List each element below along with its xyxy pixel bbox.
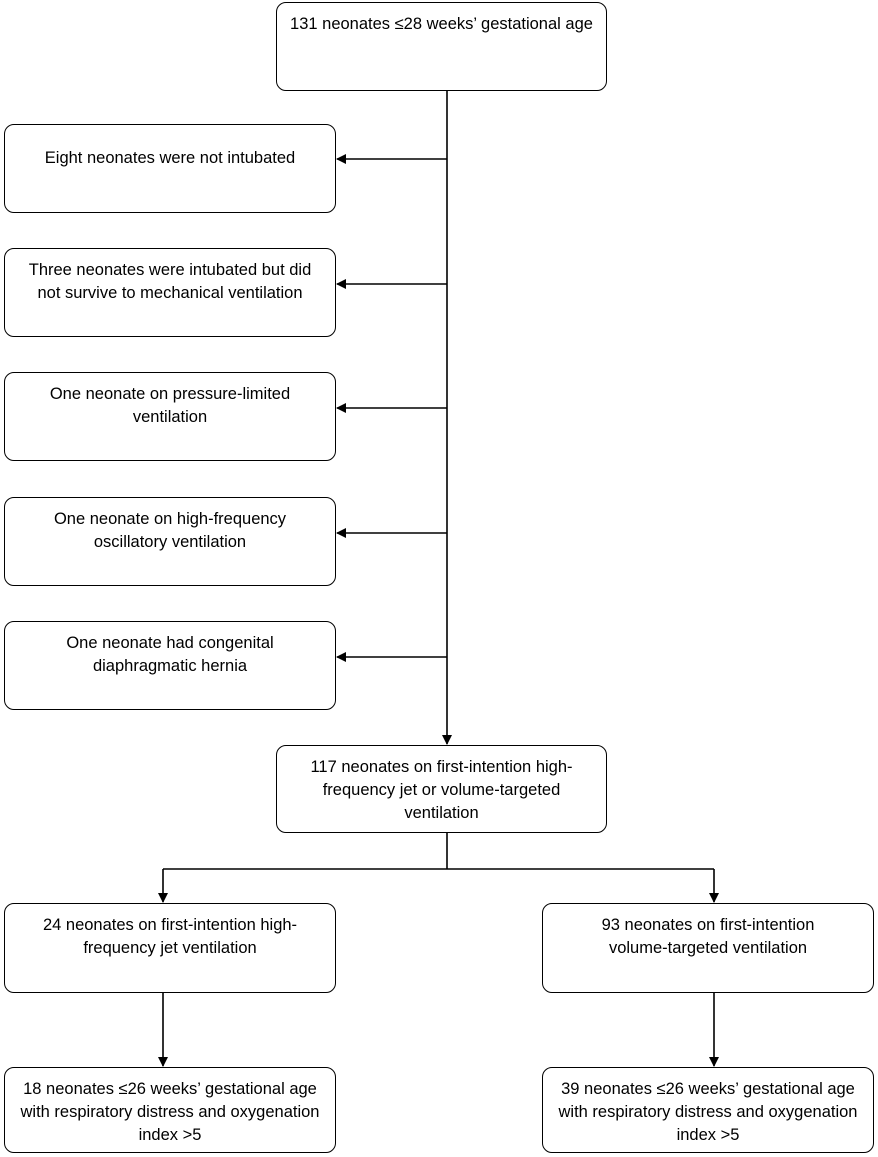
middle-box-text: 117 neonates on first-intention high-fre… bbox=[310, 758, 573, 822]
exclusion-box-2: Three neonates were intubated but did no… bbox=[4, 248, 336, 337]
right-final-box-text: 39 neonates ≤26 weeks’ gestational age w… bbox=[558, 1080, 858, 1144]
exclusion-box-1-text: Eight neonates were not intubated bbox=[44, 149, 296, 167]
left-final-box-text: 18 neonates ≤26 weeks’ gestational age w… bbox=[20, 1080, 320, 1144]
exclusion-box-5: One neonate had congenital diaphragmatic… bbox=[4, 621, 336, 710]
top-box: 131 neonates ≤28 weeks’ gestational age bbox=[276, 2, 607, 91]
left-group-box-text: 24 neonates on first-intention high-freq… bbox=[42, 916, 298, 957]
exclusion-box-5-text: One neonate had congenital diaphragmatic… bbox=[66, 634, 274, 675]
right-final-box: 39 neonates ≤26 weeks’ gestational age w… bbox=[542, 1067, 874, 1153]
right-group-box: 93 neonates on first-intention volume-ta… bbox=[542, 903, 874, 993]
exclusion-box-4: One neonate on high-frequency oscillator… bbox=[4, 497, 336, 586]
left-final-box: 18 neonates ≤26 weeks’ gestational age w… bbox=[4, 1067, 336, 1153]
exclusion-box-3: One neonate on pressure-limited ventilat… bbox=[4, 372, 336, 461]
top-box-text: 131 neonates ≤28 weeks’ gestational age bbox=[290, 15, 593, 33]
exclusion-box-4-text: One neonate on high-frequency oscillator… bbox=[53, 510, 287, 551]
exclusion-box-3-text: One neonate on pressure-limited ventilat… bbox=[49, 385, 291, 426]
left-group-box: 24 neonates on first-intention high-freq… bbox=[4, 903, 336, 993]
exclusion-box-2-text: Three neonates were intubated but did no… bbox=[28, 261, 312, 302]
middle-box: 117 neonates on first-intention high-fre… bbox=[276, 745, 607, 833]
right-group-box-text: 93 neonates on first-intention volume-ta… bbox=[601, 916, 815, 957]
exclusion-box-1: Eight neonates were not intubated bbox=[4, 124, 336, 213]
